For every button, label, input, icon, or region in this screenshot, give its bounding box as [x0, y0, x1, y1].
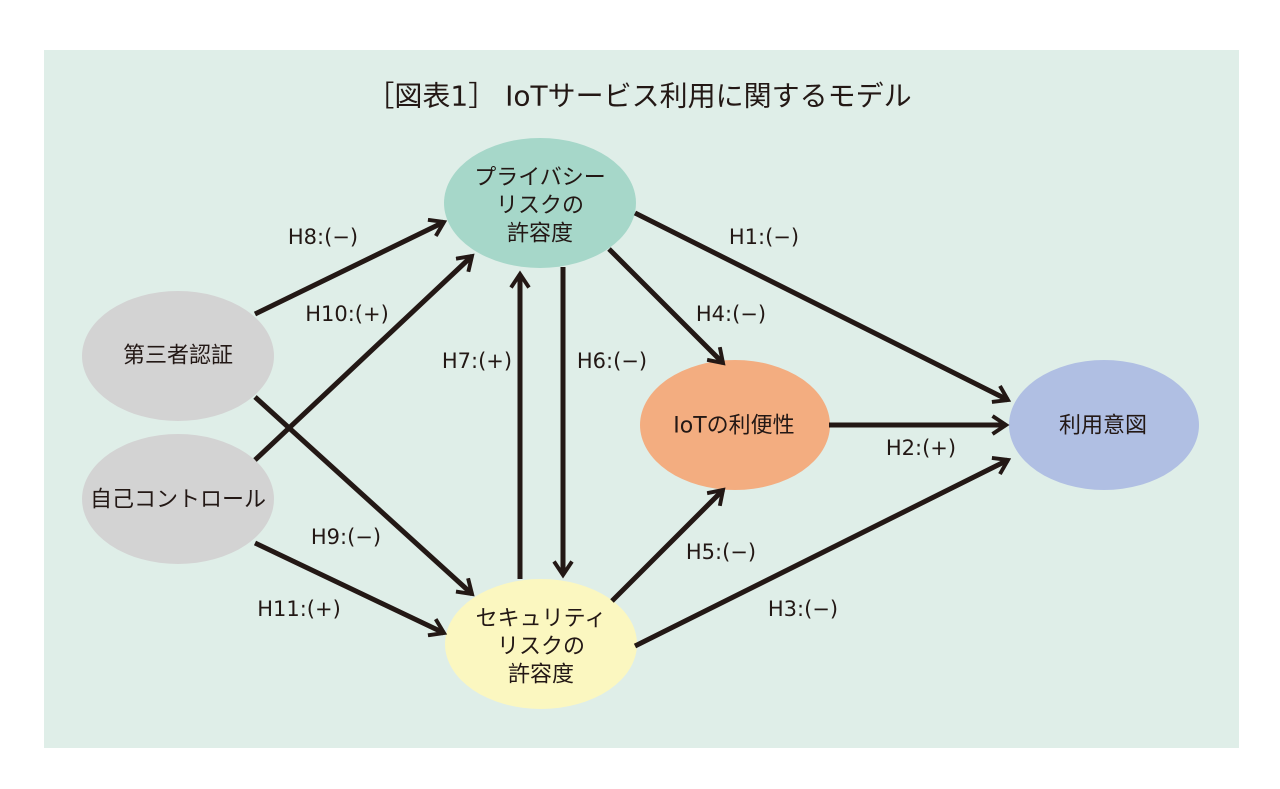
- third-party-certification-node: [82, 291, 274, 421]
- arrow-h1: [633, 210, 1008, 400]
- edge-label-h2: H2:(+): [886, 436, 956, 460]
- edge-label-h6: H6:(−): [577, 349, 647, 373]
- diagram-panel: ［図表1］ IoTサービス利用に関するモデル プライバシー リスクの 許容度: [44, 50, 1239, 748]
- edge-label-h5: H5:(−): [686, 540, 756, 564]
- edge-label-h3: H3:(−): [768, 597, 838, 621]
- usage-intention-node: [1009, 360, 1199, 490]
- edge-label-h9: H9:(−): [311, 525, 381, 549]
- edge-label-h8: H8:(−): [288, 225, 358, 249]
- security-label-line-2: リスクの: [497, 635, 585, 660]
- edge-label-h1: H1:(−): [729, 225, 799, 249]
- security-risk-tolerance-node: [445, 579, 637, 709]
- privacy-risk-tolerance-node: [444, 138, 636, 268]
- arrow-h8: [253, 222, 444, 317]
- arrow-h11: [253, 540, 444, 633]
- self-control-label: 自己コントロール: [90, 488, 266, 513]
- edge-label-h4: H4:(−): [696, 302, 766, 326]
- arrow-h5: [610, 490, 723, 603]
- security-label-line-3: 許容度: [508, 663, 574, 688]
- arrow-h9: [253, 395, 472, 594]
- privacy-label-line-2: リスクの: [496, 194, 584, 219]
- security-label-line-1: セキュリティ: [476, 607, 607, 632]
- third-party-label: 第三者認証: [123, 344, 233, 369]
- edge-label-h7: H7:(+): [442, 349, 512, 373]
- self-control-node: [82, 434, 274, 564]
- edge-label-h10: H10:(+): [305, 302, 389, 326]
- arrow-h10: [253, 256, 472, 462]
- iot-convenience-node: [640, 360, 830, 490]
- figure-title: ［図表1］ IoTサービス利用に関するモデル: [366, 80, 911, 113]
- privacy-label-line-3: 許容度: [507, 222, 573, 247]
- privacy-label-line-1: プライバシー: [474, 166, 606, 191]
- arrow-h4: [607, 247, 723, 363]
- model-diagram: ［図表1］ IoTサービス利用に関するモデル プライバシー リスクの 許容度: [44, 50, 1239, 748]
- intention-label: 利用意図: [1059, 414, 1147, 439]
- edge-label-h11: H11:(+): [257, 597, 341, 621]
- arrow-h3: [633, 460, 1008, 649]
- convenience-label: IoTの利便性: [673, 414, 794, 439]
